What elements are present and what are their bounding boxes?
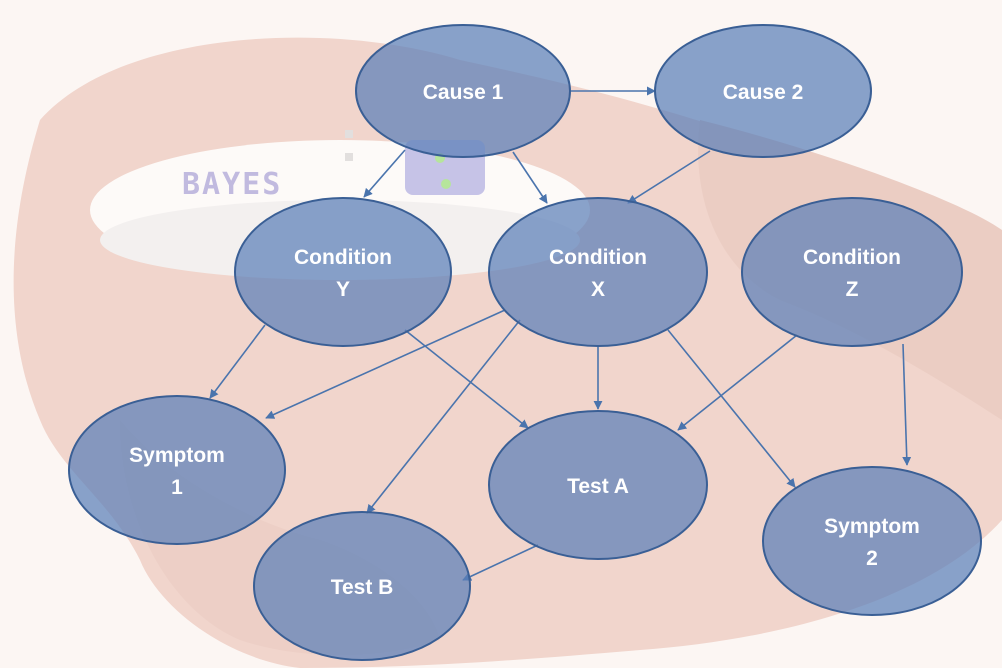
node-symptom-1-label-line-1: Symptom [129,444,225,467]
node-symptom-2-label-line-1: Symptom [824,515,920,538]
node-condition-y-label-line-1: Condition [294,246,392,269]
edge-test-a-to-test-b [462,544,539,581]
edge-condition-x-to-test-b [366,319,521,514]
node-condition-y-shape [234,197,452,347]
edge-condition-z-to-symptom-2 [902,343,912,466]
node-symptom-1-label-line-2: 1 [171,476,183,499]
node-condition-z-label-line-2: Z [846,278,859,301]
node-cause-2: Cause 2 [654,24,872,158]
edge-cause-1-to-condition-x [512,151,548,204]
node-test-a: Test A [488,410,708,560]
node-cause-1: Cause 1 [355,24,571,158]
edge-condition-z-to-test-a [677,334,798,431]
node-test-b-label-line-1: Test B [331,576,394,599]
node-symptom-1: Symptom 1 [68,395,286,545]
edges-layer [209,86,912,581]
node-test-a-shape [488,410,708,560]
edge-condition-x-to-symptom-1 [265,309,506,419]
node-test-b: Test B [253,511,471,661]
node-condition-z-shape [741,197,963,347]
node-cause-2-shape [654,24,872,158]
node-test-a-label-line-1: Test A [567,475,629,498]
node-cause-2-label-line-1: Cause 2 [723,81,804,104]
edge-cause-1-to-condition-y [363,149,406,198]
node-condition-z-label-line-1: Condition [803,246,901,269]
node-cause-1-label-line-1: Cause 1 [423,81,504,104]
node-cause-1-shape [355,24,571,158]
device-label: BAYES [182,167,282,202]
node-symptom-2-shape [762,466,982,616]
node-condition-x-shape [488,197,708,347]
device-indicator-2 [345,153,353,161]
node-condition-x-label-line-2: X [591,278,605,301]
edge-condition-y-to-symptom-1 [209,324,266,399]
node-symptom-2: Symptom 2 [762,466,982,616]
device-indicator-1 [345,130,353,138]
node-symptom-1-shape [68,395,286,545]
node-symptom-2-label-line-2: 2 [866,547,878,570]
node-condition-y-label-line-2: Y [336,278,350,301]
node-condition-x-label-line-1: Condition [549,246,647,269]
device-led-bottom [441,179,451,189]
edge-condition-x-to-symptom-2 [667,329,796,488]
node-test-b-shape [253,511,471,661]
edge-cause-2-to-condition-x [627,150,711,204]
